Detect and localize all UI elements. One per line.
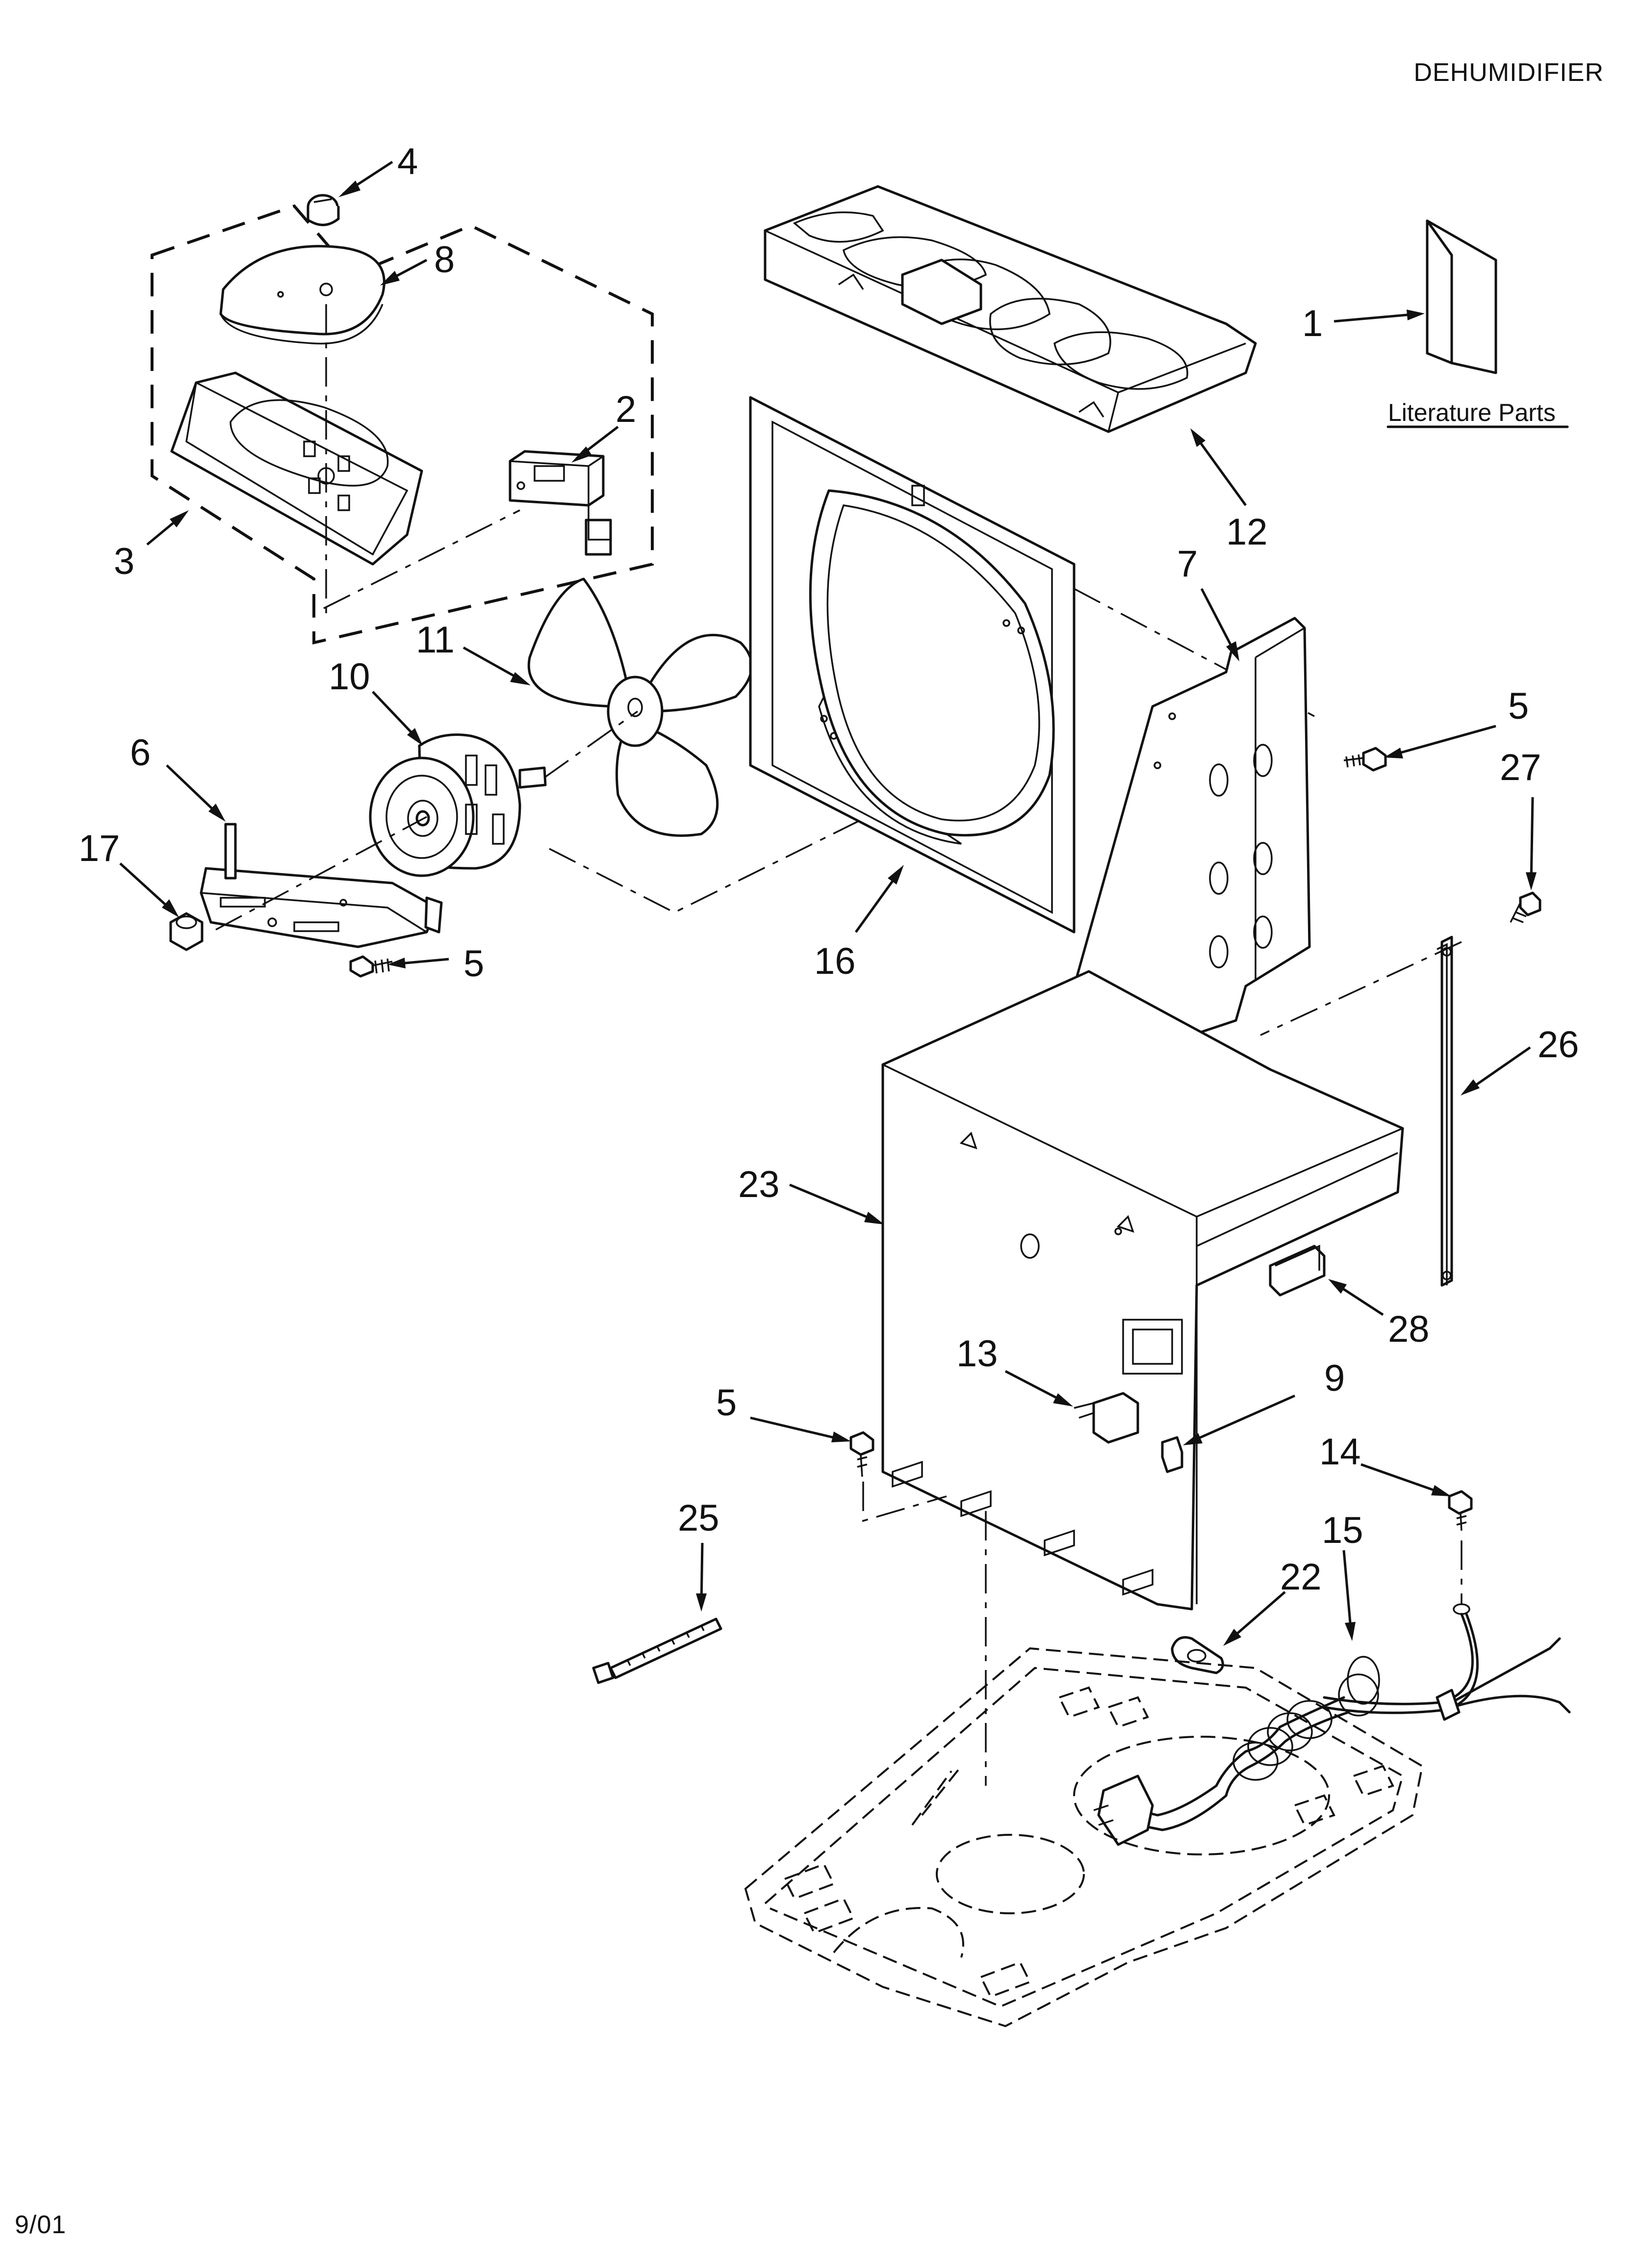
fan-motor [369,710,639,877]
control-cover [219,245,385,345]
cabinet-screw [849,1431,874,1477]
callout-7: 7 [1177,543,1198,585]
callout-5-right: 5 [1508,685,1529,727]
callout-15: 15 [1322,1510,1363,1551]
literature-parts [1426,219,1497,374]
bucket-switch [1074,1392,1139,1444]
callout-9: 9 [1324,1357,1345,1399]
hex-nut [169,912,204,951]
diagram-title: DEHUMIDIFIER [1413,58,1604,87]
callout-labels: 4 8 3 2 11 10 6 17 5 16 12 1 7 5 27 26 2… [78,141,1579,1598]
callout-12: 12 [1226,511,1268,553]
wire-grommet [1161,1436,1183,1473]
partition-screw [1343,747,1387,772]
control-knob [307,194,340,226]
side-screw [1510,891,1541,923]
callout-10: 10 [329,656,370,698]
leader-lines [119,160,1537,1646]
callout-14: 14 [1319,1431,1361,1473]
bracket-screw [349,955,393,978]
callout-11: 11 [416,619,455,661]
control-housing [170,371,423,566]
callout-27: 27 [1500,747,1541,788]
humidistat-switch [509,450,612,556]
callout-26: 26 [1538,1024,1579,1066]
callout-23: 23 [738,1164,780,1205]
mounting-clip [1269,1245,1326,1297]
power-cord [1093,1603,1571,1846]
callout-22: 22 [1280,1556,1322,1598]
cable-tie [592,1617,722,1684]
cord-screw [1448,1490,1473,1531]
callout-1: 1 [1302,303,1323,344]
callout-3: 3 [114,541,134,582]
callout-13: 13 [956,1333,998,1375]
control-panel-boundary [151,204,654,645]
literature-parts-label: Literature Parts [1388,399,1556,426]
top-cover [764,185,1257,433]
fan-blade [527,577,753,837]
cabinet-base [881,970,1404,1611]
callout-5-bracket: 5 [463,943,484,985]
callout-16: 16 [814,940,856,982]
callout-6: 6 [130,732,151,774]
control-panel-group [151,194,654,645]
cord-clamp [1171,1636,1224,1674]
callout-2: 2 [616,389,636,430]
side-bracket [1437,936,1453,1287]
base-pan-ghost [744,1647,1424,2028]
callout-28: 28 [1388,1308,1430,1350]
callout-4: 4 [397,141,418,182]
callout-25: 25 [678,1497,719,1539]
callout-17: 17 [78,828,120,869]
motor-bracket [200,823,443,948]
callout-8: 8 [434,239,455,281]
fan-shroud [749,396,1315,934]
callout-5-lower: 5 [716,1382,737,1424]
revision-date: 9/01 [15,2211,67,2239]
